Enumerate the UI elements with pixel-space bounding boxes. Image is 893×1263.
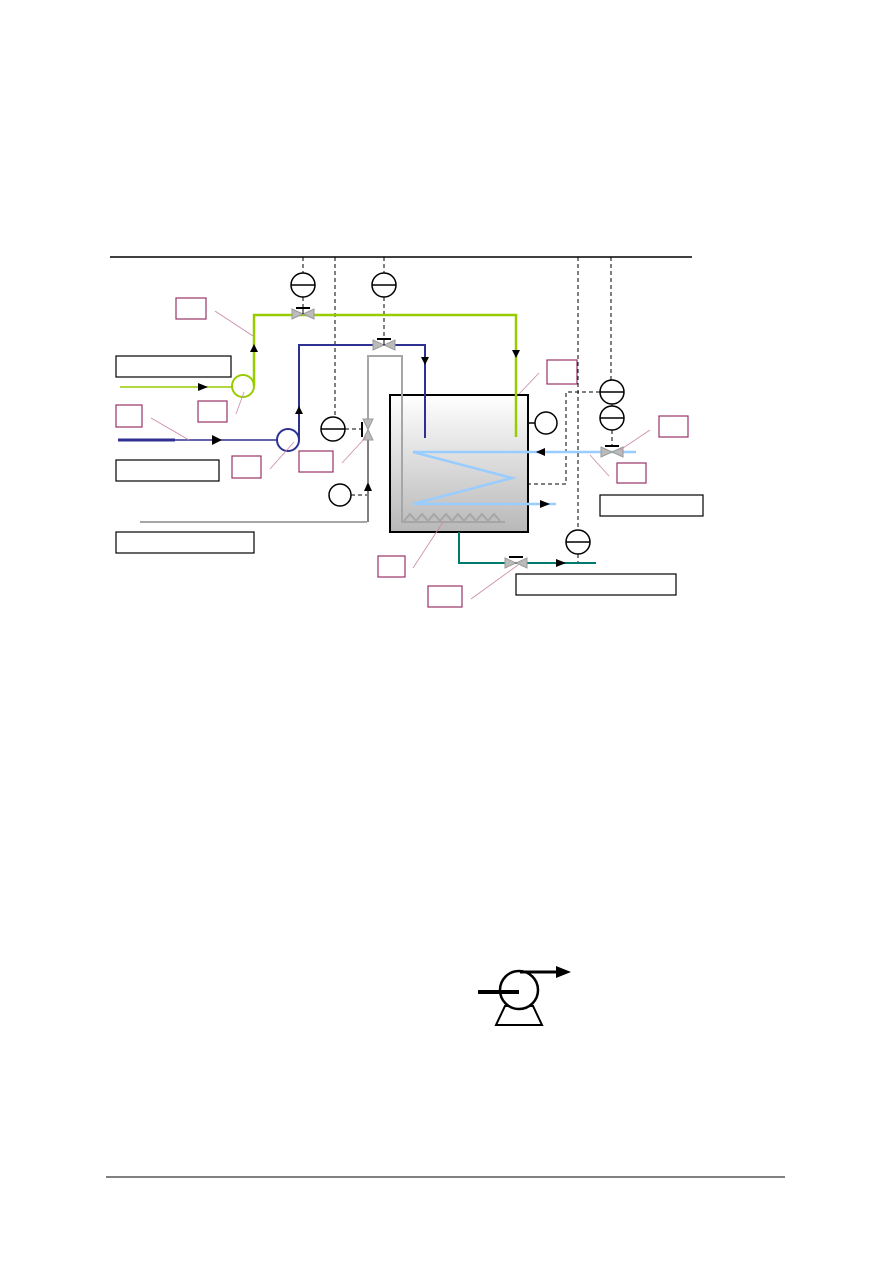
- label-box[interactable]: [197, 400, 228, 423]
- navy-water-line: [118, 344, 426, 452]
- flow-arrow-icon: [421, 357, 429, 365]
- stream-label-box[interactable]: [599, 494, 704, 517]
- flow-arrow-icon: [295, 406, 303, 414]
- signal-lines: [302, 257, 613, 563]
- valve-icon[interactable]: [600, 445, 624, 458]
- label-box[interactable]: [115, 404, 143, 428]
- label-box[interactable]: [546, 359, 578, 385]
- instrument-icon[interactable]: [371, 272, 397, 298]
- green-pump-icon: [231, 374, 255, 398]
- label-box[interactable]: [427, 585, 463, 608]
- instrument-icon[interactable]: [565, 529, 591, 555]
- instrument-icon[interactable]: [290, 272, 316, 298]
- label-box[interactable]: [377, 555, 406, 578]
- flow-arrow-icon: [250, 344, 258, 352]
- outlet-line: [458, 532, 596, 564]
- stream-label-box[interactable]: [515, 573, 677, 596]
- pump-icon: [478, 966, 571, 1026]
- flow-arrow-icon: [212, 435, 222, 445]
- instrument-icon[interactable]: [528, 411, 558, 435]
- stream-label-box[interactable]: [115, 531, 255, 554]
- instrument-icon[interactable]: [328, 483, 352, 507]
- flow-arrow-icon: [512, 350, 520, 358]
- valve-icon[interactable]: [361, 418, 374, 441]
- stream-label-box[interactable]: [115, 355, 232, 378]
- leader-lines: [150, 310, 651, 600]
- flow-arrow-icon: [536, 448, 545, 456]
- instrument-icon[interactable]: [599, 379, 625, 405]
- stream-label-box[interactable]: [115, 459, 220, 482]
- label-box[interactable]: [616, 462, 647, 484]
- flow-arrow-icon: [540, 500, 550, 508]
- flow-arrow-icon: [556, 559, 566, 567]
- heating-coil: [412, 450, 636, 506]
- instrument-icon[interactable]: [599, 405, 625, 431]
- instrument-icon[interactable]: [320, 416, 346, 442]
- navy-pump-icon: [276, 428, 300, 452]
- label-box[interactable]: [175, 297, 207, 320]
- valve-icon[interactable]: [372, 338, 396, 351]
- gray-air-line: [140, 355, 505, 523]
- valve-icon[interactable]: [291, 307, 315, 320]
- flow-arrow-icon: [364, 482, 372, 491]
- label-box[interactable]: [298, 450, 334, 473]
- label-box[interactable]: [231, 455, 262, 479]
- valve-icon[interactable]: [504, 556, 528, 569]
- flow-arrow-icon: [198, 383, 208, 391]
- label-box[interactable]: [658, 415, 689, 438]
